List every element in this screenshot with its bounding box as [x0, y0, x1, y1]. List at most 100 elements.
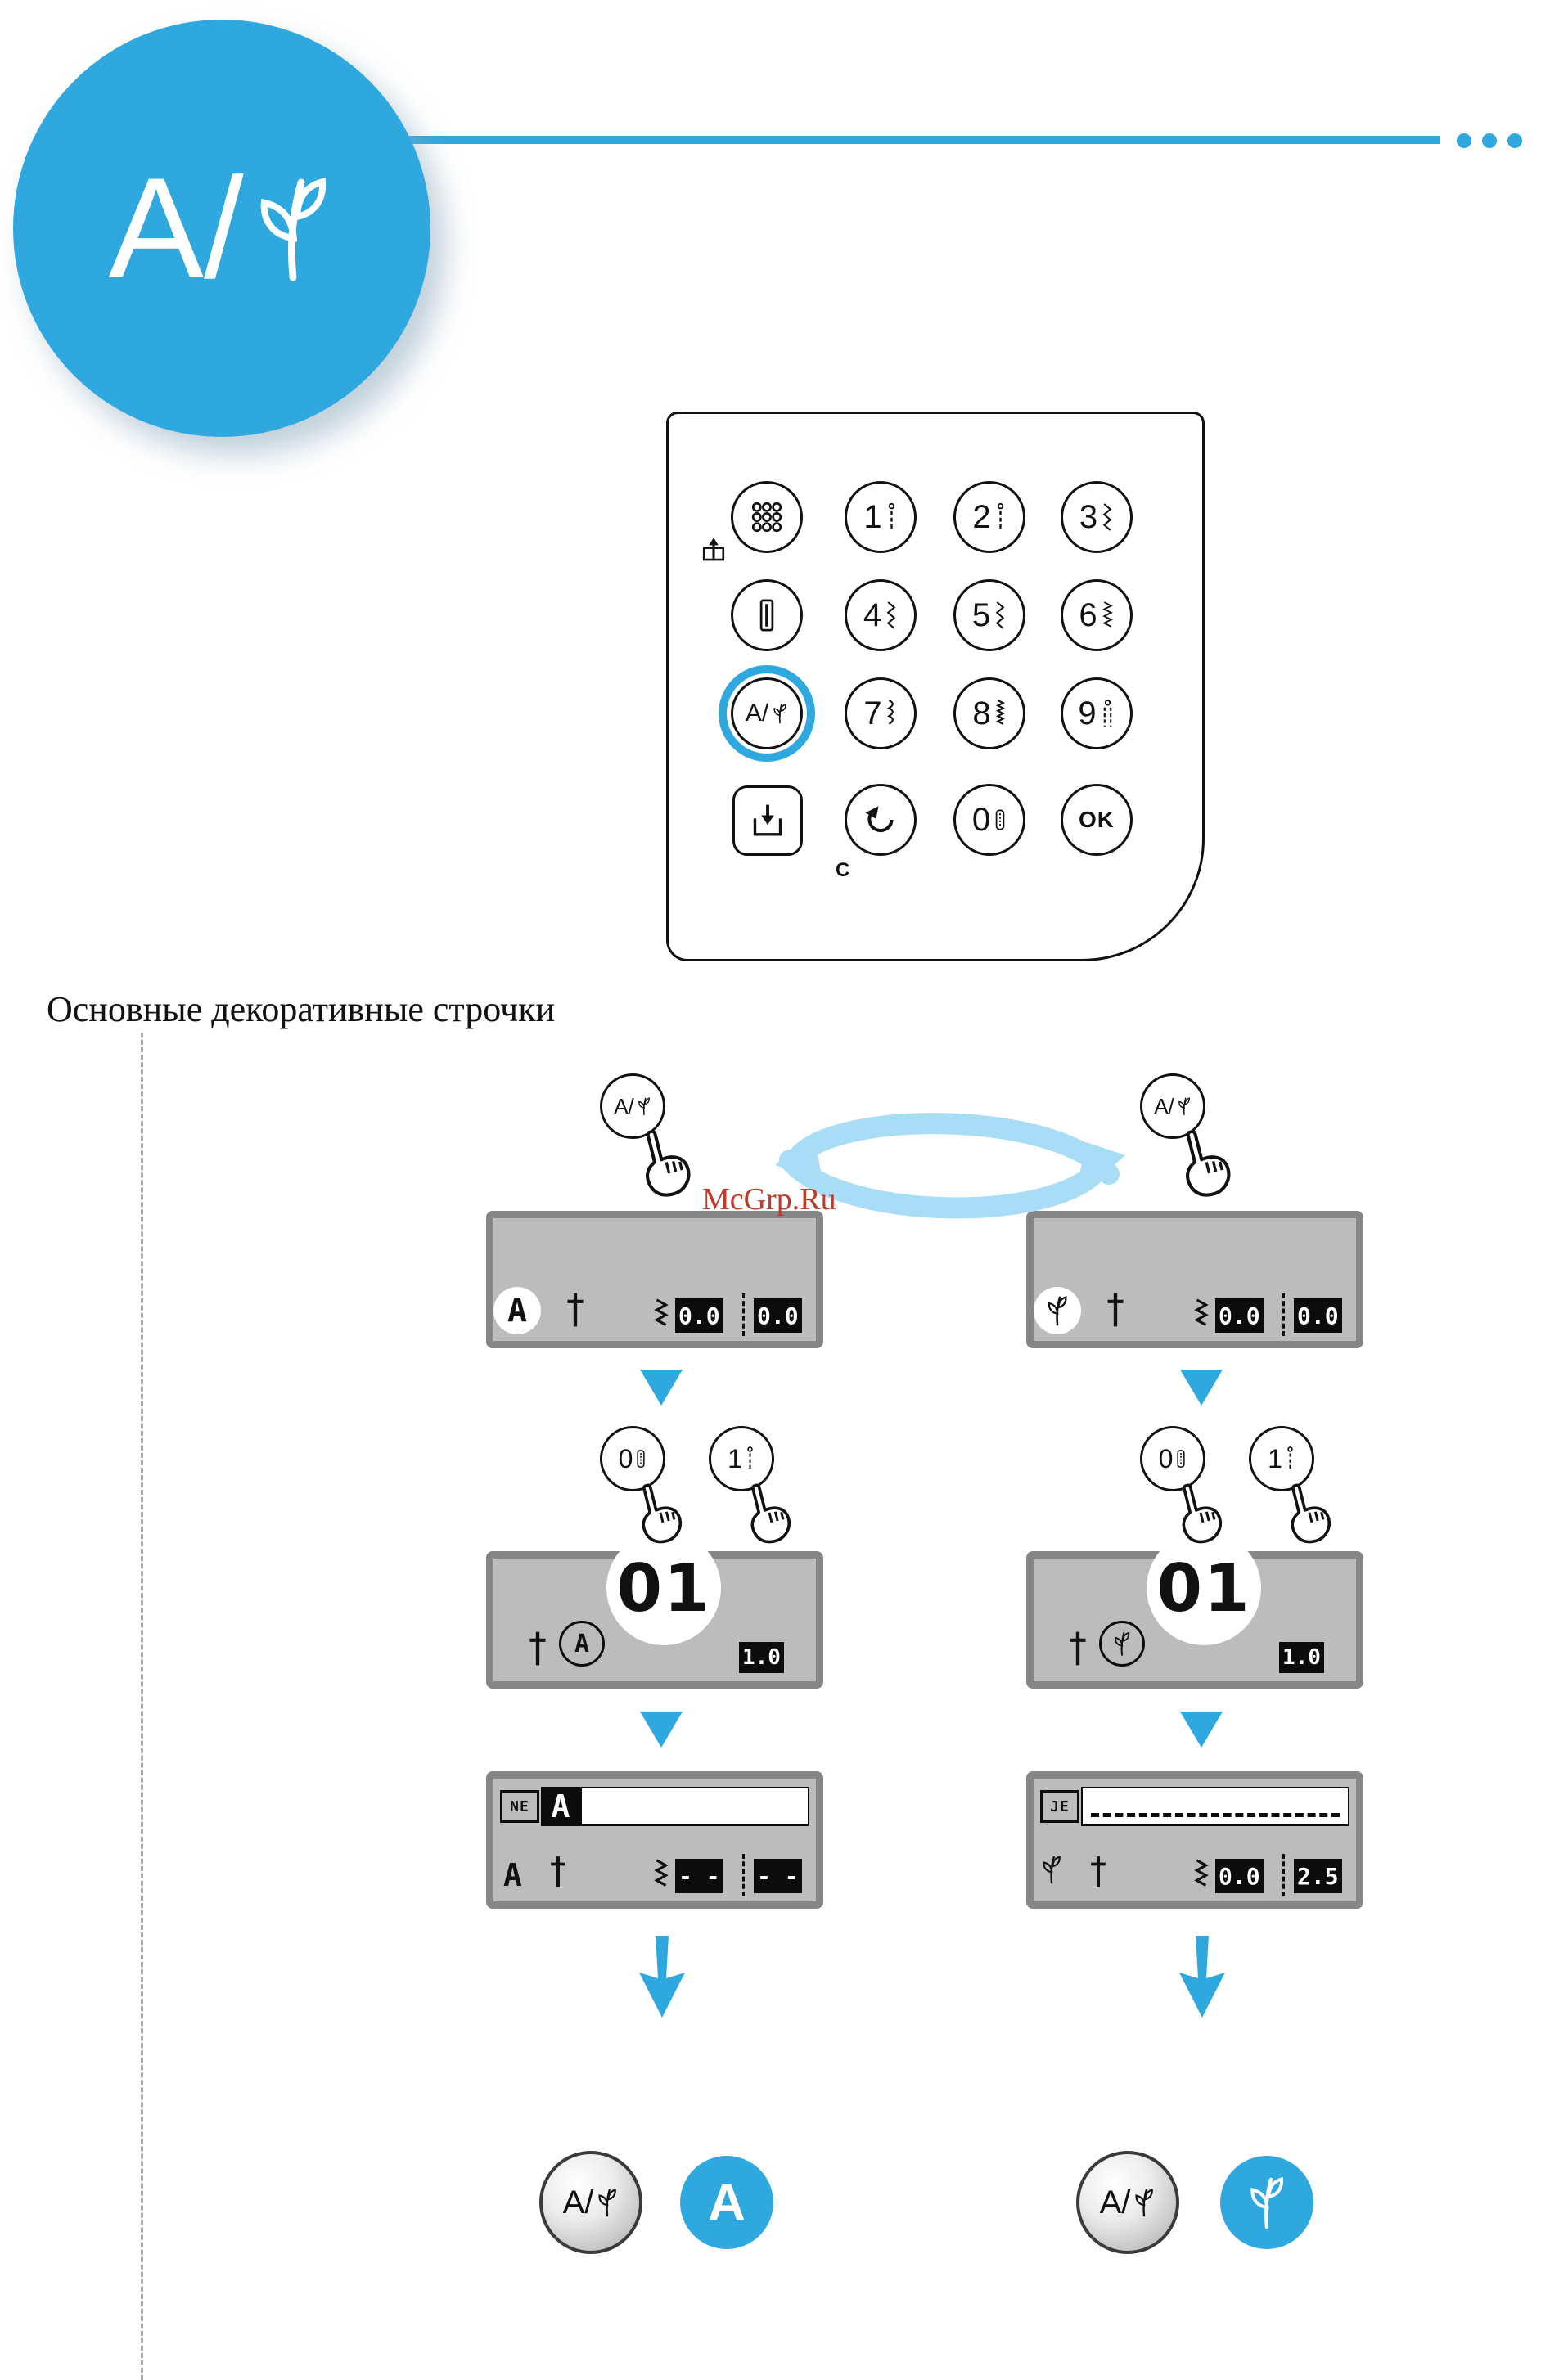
- leaf-icon: [1246, 2174, 1288, 2231]
- key-2-label: 2: [972, 499, 991, 535]
- presser-foot-icon: [994, 803, 1007, 836]
- stitch-length-value: 0.0: [754, 1298, 802, 1333]
- header-dot: [1507, 133, 1522, 148]
- needle-stop-icon: [700, 535, 728, 563]
- stitch-length-value: 1.0: [1279, 1642, 1324, 1673]
- left-margin-dashed-line: [141, 1033, 143, 2380]
- stitch-length-value: - -: [754, 1859, 802, 1893]
- ok-key-label: OK: [1079, 807, 1115, 832]
- clear-label: C: [836, 859, 850, 881]
- down-arrow-icon: [640, 1370, 683, 1406]
- selected-stitch-number: 01: [1156, 1550, 1251, 1626]
- lcd-divider: [742, 1293, 745, 1336]
- key-8-label: 8: [972, 695, 991, 731]
- key-0-label: 0: [1158, 1444, 1174, 1473]
- lcd-initial-decorative-mode: 0.0 0.0: [1026, 1211, 1363, 1348]
- scallop-stitch-icon: [885, 697, 898, 730]
- key-9-label: 9: [1078, 695, 1097, 731]
- needle-icon: [1066, 1629, 1089, 1668]
- leaf-icon: [1040, 1852, 1063, 1887]
- letter-mode-symbol: A: [503, 1857, 522, 1893]
- back-key: [845, 784, 917, 856]
- stitch-length-value: 2.5: [1294, 1859, 1342, 1893]
- lcd-stitch-number-selected: 01 1.0: [1026, 1531, 1363, 1689]
- down-arrow-icon: [1180, 1370, 1223, 1406]
- key-4-label: 4: [863, 597, 882, 633]
- text-entry-field: [580, 1787, 809, 1826]
- mode-symbol-highlight: [1034, 1287, 1081, 1334]
- lcd-divider: [742, 1854, 745, 1896]
- ok-key: OK: [1061, 784, 1133, 856]
- mode-symbol-highlight: A: [493, 1287, 541, 1334]
- leaf-icon: [250, 173, 336, 284]
- stitch-width-value: 0.0: [675, 1298, 723, 1333]
- stitch-width-icon: [652, 1857, 670, 1892]
- selected-number-highlight: 01: [606, 1531, 721, 1645]
- buttonhole-icon: [755, 597, 779, 633]
- key-3-label: 3: [1079, 499, 1098, 535]
- buttonhole-key: [731, 579, 803, 651]
- letter-decorative-key-photo: A/: [1076, 2151, 1179, 2254]
- key-7: 7: [845, 677, 917, 749]
- key-1-label: 1: [728, 1444, 742, 1473]
- stretch-stitch-icon: [1101, 501, 1114, 533]
- header-dots: [1457, 133, 1522, 148]
- straight-stitch-icon: [994, 501, 1007, 533]
- hand-icon: [733, 1475, 802, 1554]
- letter-decorative-key-label: A/: [1099, 2184, 1131, 2220]
- key-0: 0: [953, 784, 1025, 856]
- multi-zigzag-stitch-icon: [1101, 599, 1115, 632]
- straight-stitch-icon: [745, 1444, 755, 1473]
- letter-decorative-key-label: A/: [562, 2184, 594, 2220]
- stitch-width-icon: [1192, 1297, 1210, 1331]
- needle-icon: [1104, 1290, 1127, 1329]
- letter-mode-symbol: A: [507, 1292, 528, 1329]
- chapter-badge: A/: [13, 20, 430, 437]
- memory-icon: [750, 803, 786, 839]
- result-letter: A: [707, 2173, 746, 2232]
- leaf-icon: [1177, 1096, 1192, 1117]
- key-0-label: 0: [971, 802, 991, 838]
- key-2: 2: [953, 481, 1025, 553]
- letter-decorative-key-illustration: A/: [1140, 1073, 1205, 1139]
- result-letter-mode-badge: A: [680, 2156, 773, 2249]
- letter-decorative-key-illustration: A/: [600, 1073, 665, 1139]
- key-5-label: 5: [971, 597, 991, 633]
- dense-zigzag-stitch-icon: [994, 697, 1007, 730]
- hand-icon: [1273, 1475, 1342, 1554]
- stitch-width-value: - -: [675, 1859, 723, 1893]
- chapter-badge-label: A/: [108, 148, 244, 308]
- memory-key: [732, 785, 803, 856]
- letter-decorative-key-label: A/: [614, 1094, 634, 1118]
- lcd-initial-letter-mode: A 0.0 0.0: [486, 1211, 823, 1348]
- header-rule: [403, 136, 1440, 144]
- header-dot: [1482, 133, 1497, 148]
- zigzag-stitch-icon: [885, 599, 898, 632]
- stitch-type-indicator: [1099, 1621, 1145, 1667]
- key-1-illustration: 1: [709, 1426, 774, 1491]
- key-3: 3: [1061, 481, 1133, 553]
- key-7-label: 7: [863, 695, 882, 731]
- cycle-arrows-icon: [775, 1113, 1125, 1219]
- needle-icon: [547, 1854, 569, 1890]
- key-1-label: 1: [863, 499, 882, 535]
- key-0-illustration: 0: [1140, 1426, 1205, 1491]
- back-arrow-icon: [863, 803, 898, 837]
- stitch-width-icon: [1192, 1857, 1210, 1892]
- down-arrow-icon: [640, 1712, 683, 1748]
- key-5: 5: [953, 579, 1025, 651]
- key-4: 4: [845, 579, 917, 651]
- key-1: 1: [845, 481, 917, 553]
- lcd-divider: [1282, 1293, 1285, 1336]
- hand-icon: [626, 1121, 703, 1207]
- needle-icon: [564, 1290, 587, 1329]
- selected-number-highlight: 01: [1147, 1531, 1261, 1645]
- direct-select-key: [731, 481, 803, 553]
- key-9: 9: [1061, 677, 1133, 749]
- down-arrow-icon: [1180, 1712, 1223, 1748]
- lcd-decorative-entry: JE 0.0 2.5: [1026, 1771, 1363, 1909]
- key-0-illustration: 0: [600, 1426, 665, 1491]
- entry-dashes: [1091, 1813, 1340, 1817]
- stitch-width-value: 0.0: [1215, 1859, 1264, 1893]
- lcd-letter-entry: NE A A - - - -: [486, 1771, 823, 1909]
